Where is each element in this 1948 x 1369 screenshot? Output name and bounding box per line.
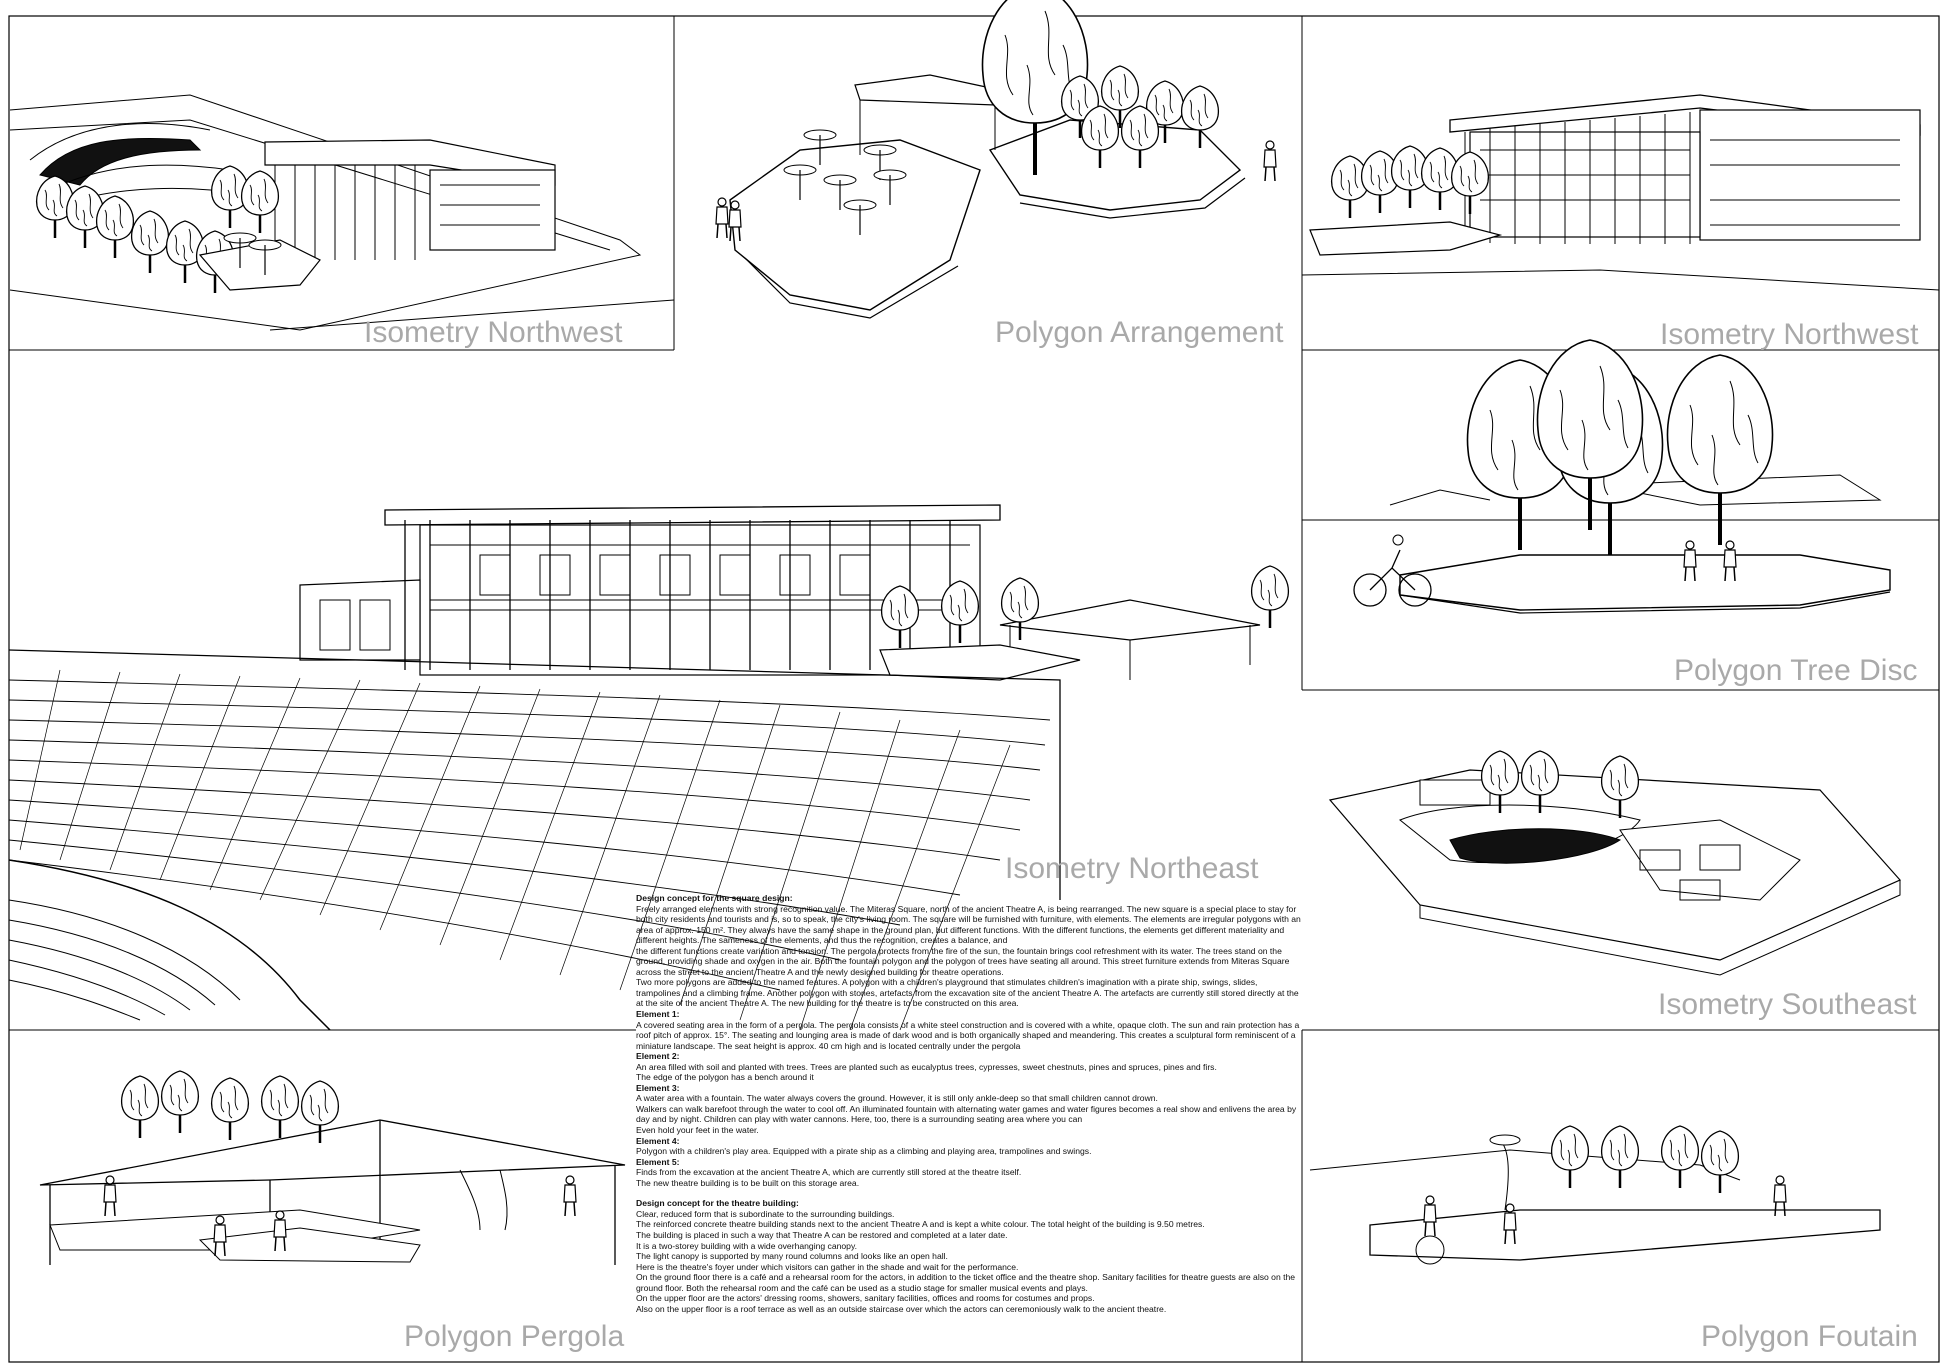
square-concept-paragraph: Freely arranged elements with strong rec… [636,903,1301,946]
element-text: A covered seating area in the form of a … [636,1019,1300,1051]
element-text: Even hold your feet in the water. [636,1125,759,1136]
polygon-tree-disc-drawing [1301,338,1939,691]
panel-label-iso-northwest-1: Isometry Northwest [364,316,623,349]
iso-southeast-drawing [1302,749,1939,1031]
square-concept-heading: Design concept for the square design: [636,893,793,903]
element-title: Element 3: [636,1082,680,1093]
panel-label-polygon-tree-disc: Polygon Tree Disc [1674,654,1918,687]
element-text: Walkers can walk barefoot through the wa… [636,1103,1297,1125]
polygon-pergola-drawing [9,1029,636,1265]
element-text: An area filled with soil and planted wit… [636,1061,1217,1072]
panel-label-iso-northwest-2: Isometry Northwest [1660,318,1919,351]
theatre-concept-heading: Design concept for the theatre building: [636,1198,799,1209]
theatre-concept-line: The light canopy is supported by many ro… [636,1251,948,1262]
panel-label-polygon-arrangement: Polygon Arrangement [995,316,1284,349]
theatre-concept-line: Here is the theatre's foyer under which … [636,1261,1019,1272]
square-concept-paragraph: Two more polygons are added to the named… [636,977,1299,998]
panel-label-polygon-fountain: Polygon Foutain [1701,1320,1918,1353]
iso-northeast-drawing [8,504,1290,1031]
square-concept-paragraph: the different functions create variation… [636,945,1290,977]
panel-label-polygon-pergola: Polygon Pergola [404,1320,625,1353]
spacer [636,1188,1302,1198]
element-title: Element 4: [636,1135,680,1146]
polygon-fountain-drawing [1301,1030,1881,1362]
element-title: Element 5: [636,1156,680,1167]
element-title: Element 1: [636,1009,680,1020]
element-text: Finds from the excavation at the ancient… [636,1167,1022,1178]
element-text: Polygon with a children's play area. Equ… [636,1146,1092,1157]
panel-label-iso-southeast: Isometry Southeast [1658,988,1917,1021]
iso-northwest-drawing-2 [1301,94,1940,351]
theatre-concept-line: On the ground floor there is a café and … [636,1272,1296,1293]
iso-northwest-drawing-1 [9,16,675,351]
element-title: Element 2: [636,1051,680,1062]
panel-label-iso-northeast: Isometry Northeast [1005,852,1259,885]
element-text: The new theatre building is to be built … [636,1177,860,1188]
theatre-concept-line: On the upper floor are the actors' dress… [636,1293,1095,1304]
theatre-concept-line: It is a two-storey building with a wide … [636,1240,858,1251]
element-text: The edge of the polygon has a bench arou… [636,1072,814,1083]
theatre-concept-line: The reinforced concrete theatre building… [636,1219,1205,1230]
theatre-concept-line: The building is placed in such a way tha… [636,1229,1008,1240]
square-concept-paragraph: at the site of the ancient Theatre A. Th… [636,998,1019,1009]
polygon-arrangement-drawing [715,0,1303,350]
element-text: A water area with a fountain. The water … [636,1093,1158,1104]
design-concept-text: Design concept for the square design: Fr… [636,893,1302,1363]
theatre-concept-line: Clear, reduced form that is subordinate … [636,1208,895,1219]
theatre-concept-line: Also on the upper floor is a roof terrac… [636,1303,1167,1314]
